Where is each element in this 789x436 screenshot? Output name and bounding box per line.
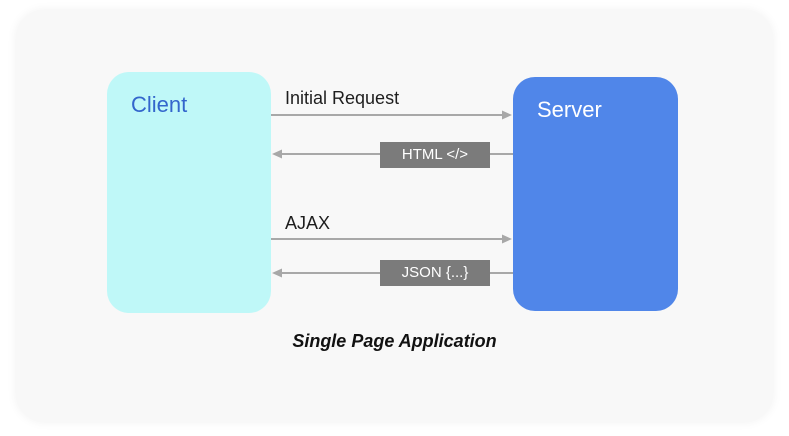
initial-request-label: Initial Request xyxy=(285,88,400,108)
server-box: Server xyxy=(513,77,678,311)
arrow-initial-request xyxy=(271,110,512,120)
json-tag: JSON {...} xyxy=(380,260,490,286)
server-label: Server xyxy=(537,97,602,122)
ajax-label: AJAX xyxy=(285,213,331,233)
html-tag: HTML </> xyxy=(380,142,490,168)
client-box: Client xyxy=(107,72,271,313)
arrow-ajax xyxy=(271,234,512,244)
client-label: Client xyxy=(131,92,188,117)
diagram-caption: Single Page Application xyxy=(292,331,497,351)
